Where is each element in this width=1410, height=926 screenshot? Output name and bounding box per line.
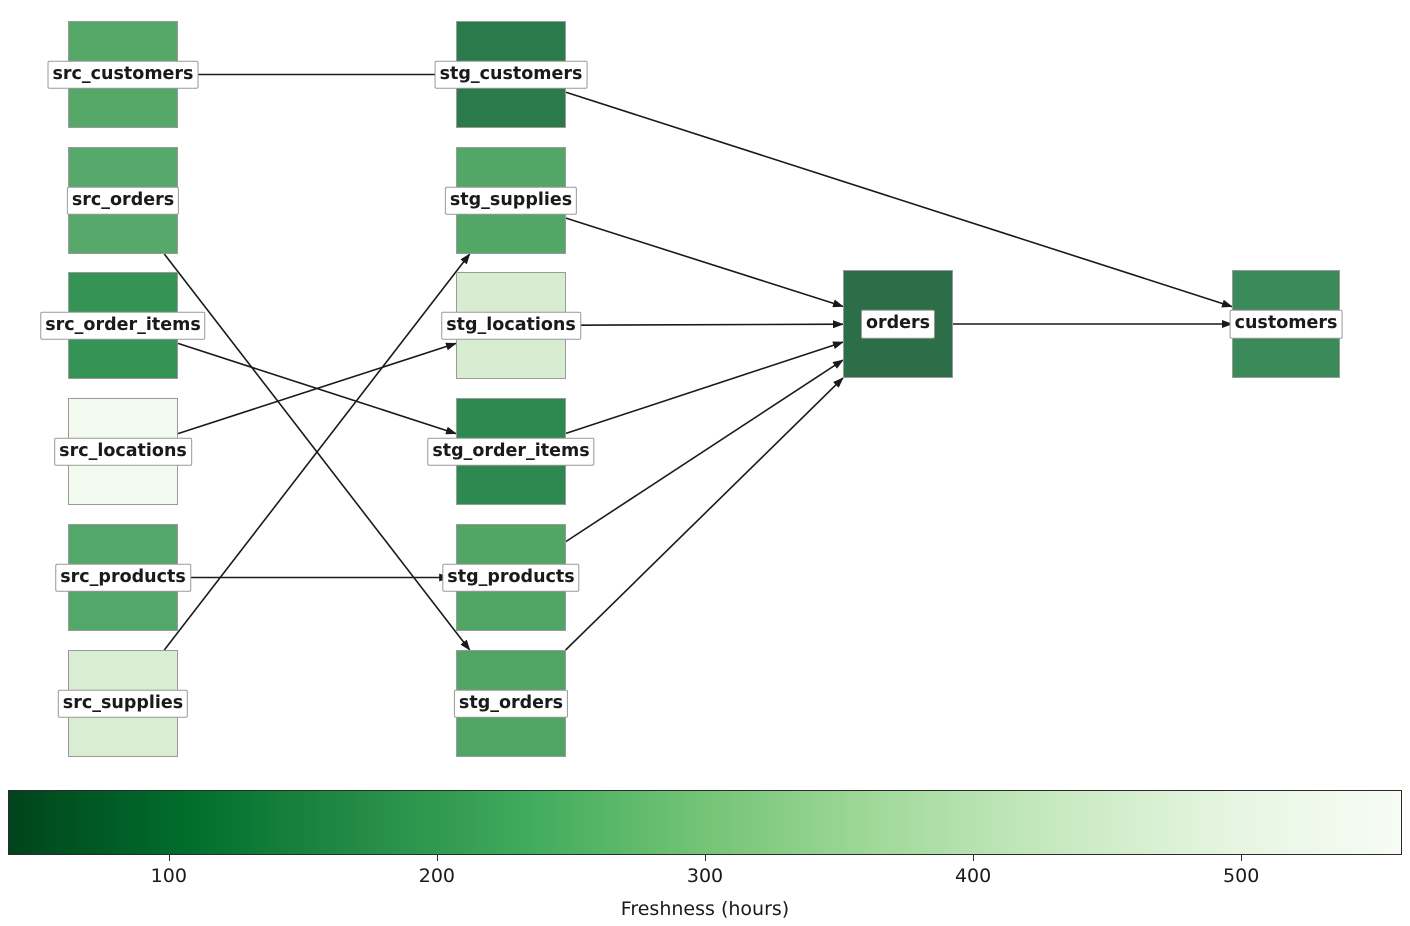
edge-stg_supplies-to-orders bbox=[565, 217, 844, 308]
node-label-src_customers: src_customers bbox=[47, 60, 199, 89]
colorbar-tick-label: 100 bbox=[150, 865, 187, 887]
edge-stg_products-to-orders bbox=[565, 359, 844, 543]
node-label-orders: orders bbox=[860, 309, 936, 339]
edge-src_supplies-to-stg_supplies bbox=[163, 253, 471, 651]
node-label-src_products: src_products bbox=[55, 563, 191, 592]
edge-src_locations-to-stg_locations bbox=[177, 342, 457, 435]
node-label-customers: customers bbox=[1229, 309, 1343, 339]
edge-stg_orders-to-orders bbox=[565, 377, 844, 651]
colorbar-tick-label: 500 bbox=[1223, 865, 1260, 887]
node-label-src_orders: src_orders bbox=[66, 186, 180, 215]
node-label-stg_order_items: stg_order_items bbox=[427, 437, 595, 466]
colorbar-tick-label: 400 bbox=[954, 865, 992, 887]
colorbar-tick-mark bbox=[168, 855, 170, 861]
colorbar-tick-mark bbox=[1241, 855, 1243, 861]
node-label-stg_supplies: stg_supplies bbox=[444, 186, 578, 215]
colorbar-tick-mark bbox=[705, 855, 706, 861]
node-label-stg_products: stg_products bbox=[442, 563, 580, 592]
node-label-src_supplies: src_supplies bbox=[57, 689, 189, 718]
colorbar-tick-label: 200 bbox=[418, 865, 456, 887]
edge-stg_locations-to-orders bbox=[577, 320, 844, 329]
edge-src_order_items-to-stg_order_items bbox=[177, 342, 457, 435]
colorbar-tick-mark bbox=[973, 855, 975, 861]
colorbar-axis-label: Freshness (hours) bbox=[620, 898, 790, 920]
node-label-stg_customers: stg_customers bbox=[434, 60, 588, 89]
node-label-src_locations: src_locations bbox=[54, 437, 192, 466]
node-label-src_order_items: src_order_items bbox=[40, 311, 206, 340]
edge-src_orders-to-stg_orders bbox=[163, 253, 471, 651]
edge-stg_order_items-to-orders bbox=[565, 341, 844, 435]
node-label-stg_orders: stg_orders bbox=[453, 689, 569, 718]
colorbar-tick-mark bbox=[436, 855, 438, 861]
node-label-stg_locations: stg_locations bbox=[441, 311, 581, 340]
colorbar-tick-label: 300 bbox=[686, 865, 724, 887]
freshness-colorbar[interactable] bbox=[8, 790, 1402, 855]
